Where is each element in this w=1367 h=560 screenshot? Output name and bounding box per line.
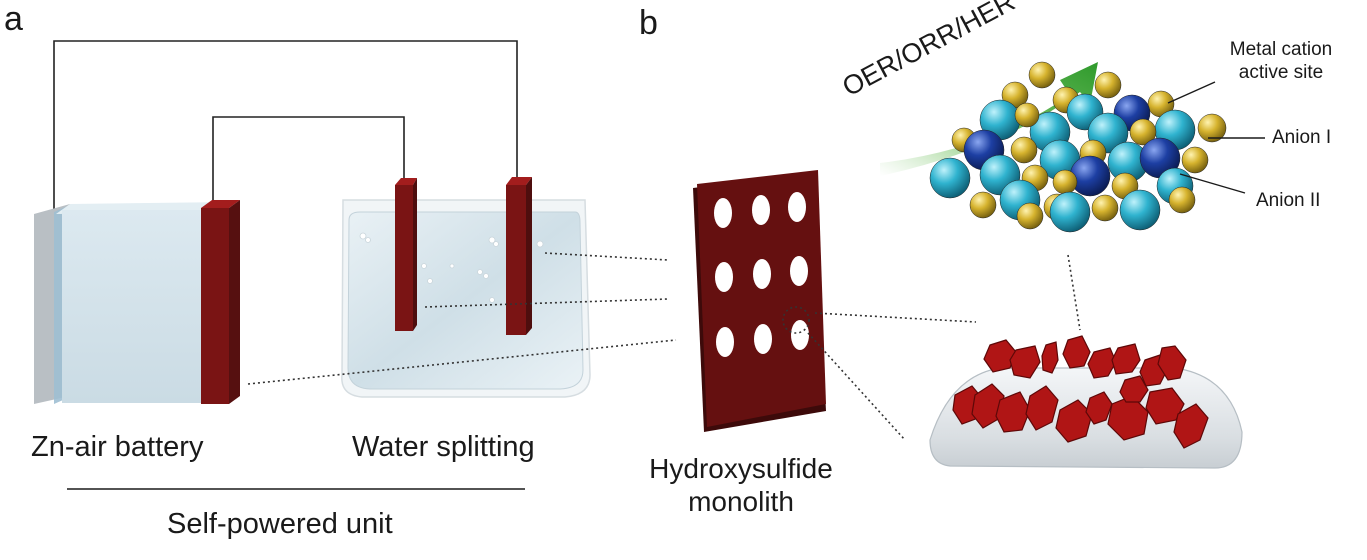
metal-cation-line2: active site: [1238, 62, 1324, 83]
leader-lines: [1167, 81, 1265, 194]
battery-caption: Zn-air battery: [31, 431, 204, 463]
monolith-caption-line2: monolith: [688, 486, 794, 517]
metal-cation-label: Metal cation active site: [1206, 38, 1356, 84]
metal-cation-line1: Metal cation: [1229, 39, 1333, 60]
reaction-arrow: [880, 62, 1098, 176]
cathode-electrode: [395, 185, 413, 331]
atomic-cluster: [929, 61, 1227, 233]
battery-electrode: [201, 208, 229, 404]
monolith-caption: Hydroxysulfide monolith: [636, 452, 846, 518]
water-splitting-caption: Water splitting: [352, 431, 535, 463]
hydroxysulfide-monolith: [693, 170, 826, 432]
zn-air-battery: [34, 200, 240, 404]
anion-two-label: Anion II: [1256, 190, 1321, 211]
connector-lines: [247, 252, 677, 385]
inner-wire: [212, 116, 405, 205]
self-powered-caption: Self-powered unit: [167, 508, 393, 540]
zoom-lines: [782, 254, 1081, 441]
anode-electrode: [506, 185, 526, 335]
outer-wire: [53, 40, 518, 210]
crystal-substrate: [929, 335, 1243, 469]
anion-one-label: Anion I: [1272, 127, 1332, 148]
panel-label-b: b: [639, 4, 658, 42]
panel-label-a: a: [4, 0, 23, 38]
water-splitting-cell: [341, 177, 591, 398]
monolith-caption-line1: Hydroxysulfide: [649, 453, 833, 484]
